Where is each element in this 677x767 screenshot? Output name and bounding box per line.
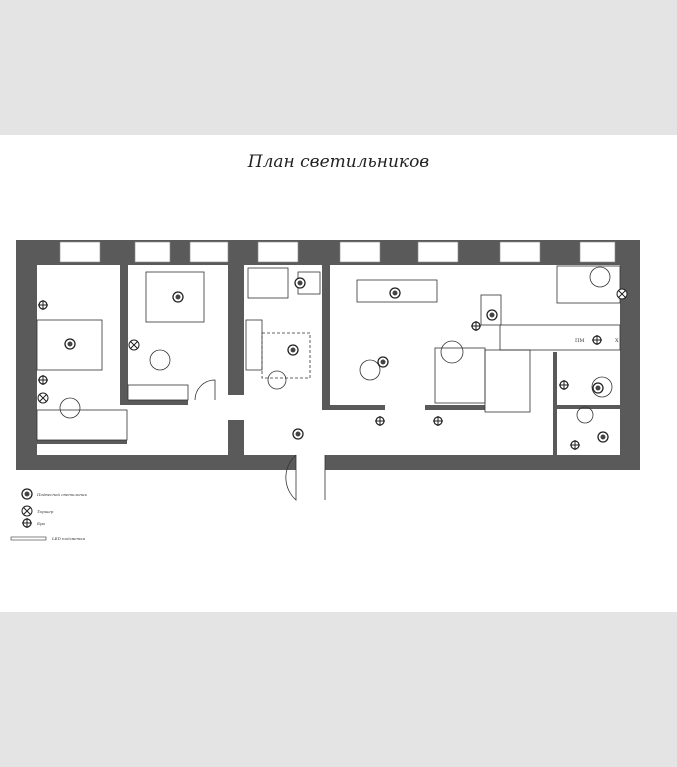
drawing-sheet [0,135,677,612]
windows [59,241,616,263]
dishwasher-label: ПМ [575,338,584,344]
legend-floor-lamp-label: Торшер [37,509,54,514]
fridge-label: Х [615,338,619,344]
legend: Подвесной светильник Торшер Бра LED подс… [10,488,87,541]
plan-title: План светильников [247,152,430,172]
legend-sconce-label: Бра [36,521,46,526]
floor-lamp-icon [21,505,33,517]
furniture [36,265,621,501]
walls [16,240,640,470]
kitchen-labels: ПМ Х [575,338,619,344]
pendant-lamp-icon [21,488,33,500]
legend-led-label: LED подсветка [51,536,86,541]
led-strip-icon [10,536,47,541]
legend-pendant-label: Подвесной светильник [36,492,87,497]
pendant-lamps [64,277,609,443]
sconce-icon [21,517,33,529]
